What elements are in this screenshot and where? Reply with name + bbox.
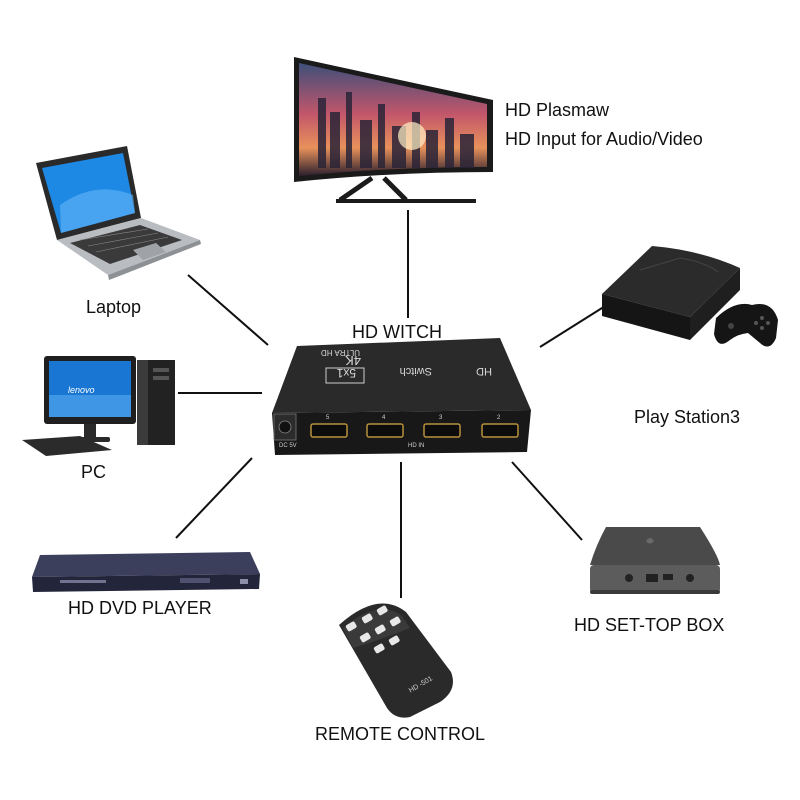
connector-lines: [175, 210, 611, 598]
hub-ports: 5x1: [336, 366, 356, 380]
hub-caption: HD WITCH: [352, 322, 442, 342]
hub-port-label: HD IN: [408, 443, 424, 449]
ps3-label: Play Station3: [634, 407, 740, 427]
pc-image: lenovo: [22, 356, 175, 456]
line-laptop: [187, 274, 269, 346]
remote-label: REMOTE CONTROL: [315, 724, 485, 744]
game-controller-icon: [714, 303, 778, 347]
monitor-label-line1: HD Plasmaw: [505, 100, 610, 120]
hub-port-number-4: 4: [382, 415, 386, 421]
pc-label: PC: [81, 462, 106, 482]
settop-label: HD SET-TOP BOX: [574, 615, 724, 635]
line-dvd: [175, 457, 253, 539]
hub-brand: HD: [476, 365, 492, 377]
ps3-image: [602, 246, 740, 340]
laptop-label: Laptop: [86, 297, 141, 317]
hub-port-number-2: 2: [497, 415, 501, 421]
pc-screen-brand: lenovo: [68, 385, 95, 395]
settop-box-image: [590, 527, 720, 594]
hub-power-label: DC 5V: [279, 443, 297, 449]
dvd-player-image: [32, 552, 260, 592]
laptop-image: [36, 146, 201, 280]
hdmi-ports: 5 4 3 2 HD IN: [310, 415, 519, 449]
hub-top-lettering: HD Switch 5x1 4K ULTRA HD: [321, 348, 492, 380]
line-ps3: [539, 302, 611, 348]
curved-monitor: [294, 57, 493, 203]
hub-resolution: 4K: [345, 353, 361, 368]
dvd-label: HD DVD PLAYER: [68, 598, 212, 618]
hub-tagline: ULTRA HD: [321, 348, 360, 357]
line-settop: [511, 461, 583, 541]
hub-port-number-5: 5: [326, 415, 330, 421]
remote-control-image: HD -501: [339, 603, 453, 718]
monitor-label-line2: HD Input for Audio/Video: [505, 129, 703, 149]
hdmi-switch-image: HD Switch 5x1 4K ULTRA HD DC 5V 5 4 3 2 …: [272, 338, 531, 455]
hub-model: Switch: [400, 365, 432, 377]
hub-port-number-3: 3: [439, 415, 443, 421]
